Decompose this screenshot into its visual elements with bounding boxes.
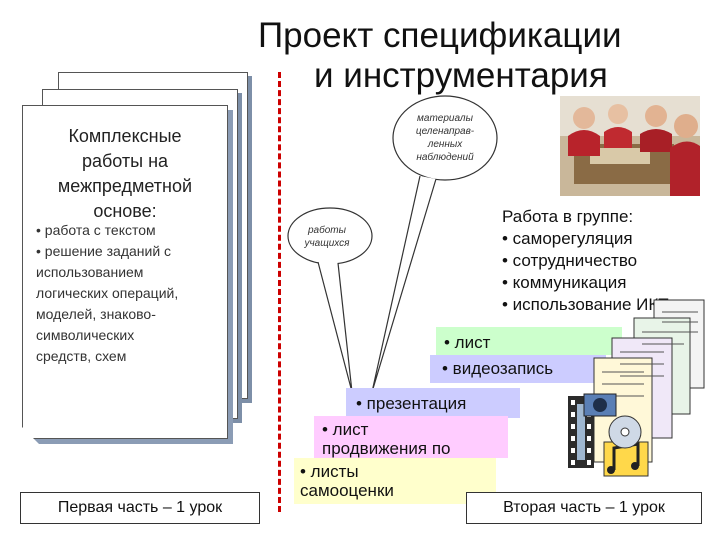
- stacked-page-front: [22, 105, 228, 439]
- card-bullet-line: средств, схем: [36, 348, 127, 364]
- card-bullet-line: • работа с текстом: [36, 222, 156, 238]
- video-strip: • видеозапись: [430, 355, 606, 383]
- card-bullet-list: • работа с текстом • решение заданий с и…: [36, 220, 218, 367]
- bubble-line: наблюдений: [416, 152, 474, 163]
- slide-title-line-1: Проект спецификации: [258, 16, 622, 55]
- card-bullet-line: использованием: [36, 264, 144, 280]
- bubble-line: ленных: [427, 139, 463, 150]
- card-heading-line: Комплексные: [68, 126, 182, 146]
- bubble-line: учащихся: [304, 238, 350, 249]
- students-photo: [560, 96, 700, 196]
- first-part-label: Первая часть – 1 урок: [20, 492, 260, 524]
- progress-sheet-strip: • лист продвижения по: [314, 416, 508, 458]
- self-assessment-line: • листы: [300, 462, 359, 481]
- sheet-strip: • лист: [436, 327, 622, 355]
- observations-bubble-text: материалы целенаправ- ленных наблюдений: [400, 112, 490, 164]
- student-works-bubble: [287, 207, 373, 393]
- self-assessment-line: самооценки: [300, 481, 394, 500]
- card-bullet-line: моделей, знаково-: [36, 306, 156, 322]
- progress-sheet-line: продвижения по: [322, 439, 451, 458]
- card-heading-line: межпредметной: [57, 176, 193, 196]
- card-bullet-line: логических операций,: [36, 285, 179, 301]
- bubble-line: целенаправ-: [415, 126, 475, 137]
- card-heading-line: основе:: [93, 201, 157, 221]
- progress-sheet-line: • лист: [322, 420, 369, 439]
- group-work-list: • саморегуляция • сотрудничество • комму…: [502, 228, 669, 316]
- card-heading-line: работы на: [81, 151, 169, 171]
- self-assessment-strip: • листы самооценки: [294, 458, 496, 504]
- card-bullet-line: символических: [36, 327, 135, 343]
- group-work-item: • саморегуляция: [502, 229, 633, 248]
- observations-bubble: [371, 95, 498, 393]
- presentation-strip: • презентация: [346, 388, 520, 418]
- page-curl-corner: [20, 425, 60, 465]
- group-work-title: Работа в группе:: [502, 207, 634, 226]
- group-work-item: • коммуникация: [502, 273, 627, 292]
- bubble-line: материалы: [417, 113, 473, 124]
- card-heading: Комплексные работы на межпредметной осно…: [26, 124, 224, 224]
- card-bullet-line: • решение заданий с: [36, 243, 172, 259]
- dashed-divider: [278, 72, 281, 512]
- group-work-item: • использование ИКТ: [502, 295, 669, 314]
- slide-title-line-2: и инструментария: [314, 56, 608, 95]
- group-work-item: • сотрудничество: [502, 251, 638, 270]
- second-part-label: Вторая часть – 1 урок: [466, 492, 702, 524]
- student-works-bubble-text: работы учащихся: [292, 224, 362, 250]
- bubble-line: работы: [308, 225, 346, 236]
